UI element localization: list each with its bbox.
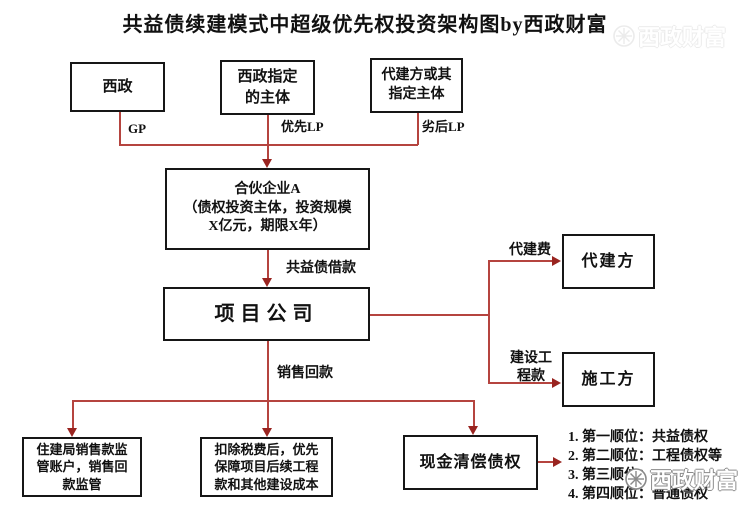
edge-label-junior-lp: 劣后LP: [422, 119, 465, 134]
connector-tax-vertical: [267, 400, 269, 429]
connector-juniorlp-vertical: [417, 113, 419, 145]
connector-agent-fee: [488, 260, 552, 262]
connector-regulatory-vertical: [72, 400, 74, 429]
edge-label-loan: 共益债借款: [286, 261, 356, 276]
arrowhead-to-priority-list: [553, 457, 562, 467]
arrowhead-to-agent: [552, 256, 561, 266]
arrowhead-to-project-company: [262, 278, 272, 287]
star-badge-icon: [624, 467, 648, 491]
node-tax-deduction: 扣除税费后，优先 保障项目后续工程 款和其他建设成本: [200, 437, 333, 497]
star-badge-icon: [612, 24, 636, 48]
arrowhead-to-partnership: [262, 159, 272, 168]
arrowhead-to-cash: [468, 426, 478, 435]
arrowhead-to-contractor: [552, 378, 561, 388]
watermark-top: 西政财富: [612, 20, 726, 52]
connector-gp-vertical: [119, 112, 121, 145]
connector-loan-vertical: [267, 250, 269, 279]
connector-seniorlp-vertical: [267, 115, 269, 161]
edge-label-senior-lp: 优先LP: [281, 119, 324, 134]
node-xizheng: 西政: [70, 62, 165, 112]
node-regulatory-account: 住建局销售款监 管账户，销售回 款监管: [22, 437, 142, 497]
priority-list: 1. 第一顺位：共益债权 2. 第二顺位：工程债权等 3. 第三顺位： 4. 第…: [568, 428, 722, 504]
connector-right-vertical: [488, 260, 490, 383]
node-agent: 代建方: [562, 234, 655, 289]
edge-label-gp: GP: [128, 121, 147, 136]
priority-item-4: 4. 第四顺位：普通债权: [568, 487, 708, 502]
arrowhead-to-regulatory: [67, 428, 77, 437]
edge-label-construction-fee: 建设工 程款: [510, 351, 552, 384]
watermark-bottom: 西政财富: [624, 463, 738, 495]
connector-cash-vertical: [473, 400, 475, 427]
watermark-text: 西政财富: [650, 468, 739, 493]
connector-bottom-merge: [72, 400, 474, 402]
node-project-company: 项目公司: [163, 287, 370, 341]
node-designated-entity: 西政指定 的主体: [220, 60, 315, 115]
edge-label-sales-return: 销售回款: [277, 366, 333, 381]
priority-item-1: 1. 第一顺位：共益债权: [568, 430, 708, 445]
arrowhead-to-tax: [262, 428, 272, 437]
edge-label-agent-fee: 代建费: [509, 243, 551, 258]
node-contractor: 施工方: [562, 352, 655, 407]
priority-item-2: 2. 第二顺位：工程债权等: [568, 449, 722, 464]
connector-cash-to-list: [538, 461, 554, 463]
diagram-title: 共益债续建模式中超级优先权投资架构图by西政财富: [122, 14, 608, 36]
watermark-text: 西政财富: [638, 25, 727, 50]
connector-top-merge: [119, 144, 418, 146]
connector-pc-right: [370, 314, 489, 316]
node-agent-or-designee: 代建方或其 指定主体: [370, 58, 463, 113]
connector-sales-vertical: [267, 341, 269, 401]
connector-construction-fee: [488, 382, 552, 384]
node-cash-repayment: 现金清偿债权: [403, 435, 538, 490]
node-partnership-a: 合伙企业A （债权投资主体，投资规模 X亿元，期限X年）: [165, 168, 370, 250]
